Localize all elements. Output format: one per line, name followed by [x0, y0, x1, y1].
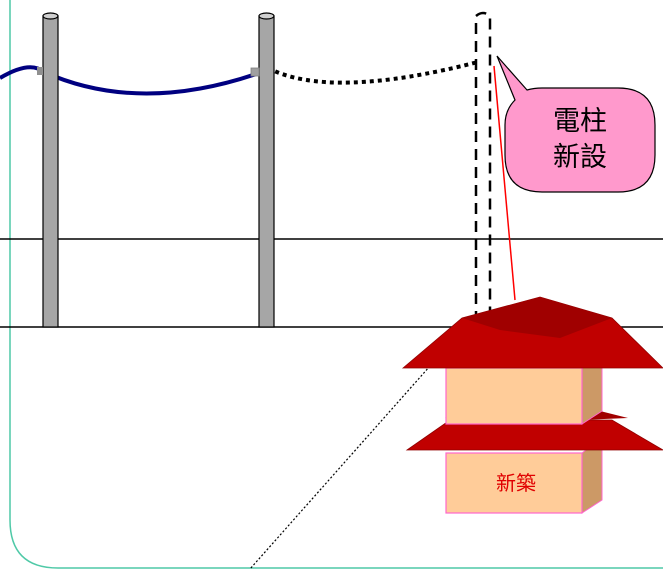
house-lower-roof	[405, 419, 663, 451]
scene-frame	[9, 0, 663, 569]
callout-bubble	[496, 55, 656, 193]
planned-wire	[267, 60, 479, 85]
new-utility-pole	[474, 11, 492, 322]
leader-line	[249, 365, 431, 569]
utility-pole-1	[37, 12, 59, 328]
house-upper-front	[445, 367, 583, 425]
utility-pole-2	[250, 12, 275, 328]
service-drop-wire	[493, 65, 516, 301]
new-house	[401, 296, 663, 514]
existing-wire	[0, 65, 263, 96]
house-lower-front	[445, 452, 583, 514]
